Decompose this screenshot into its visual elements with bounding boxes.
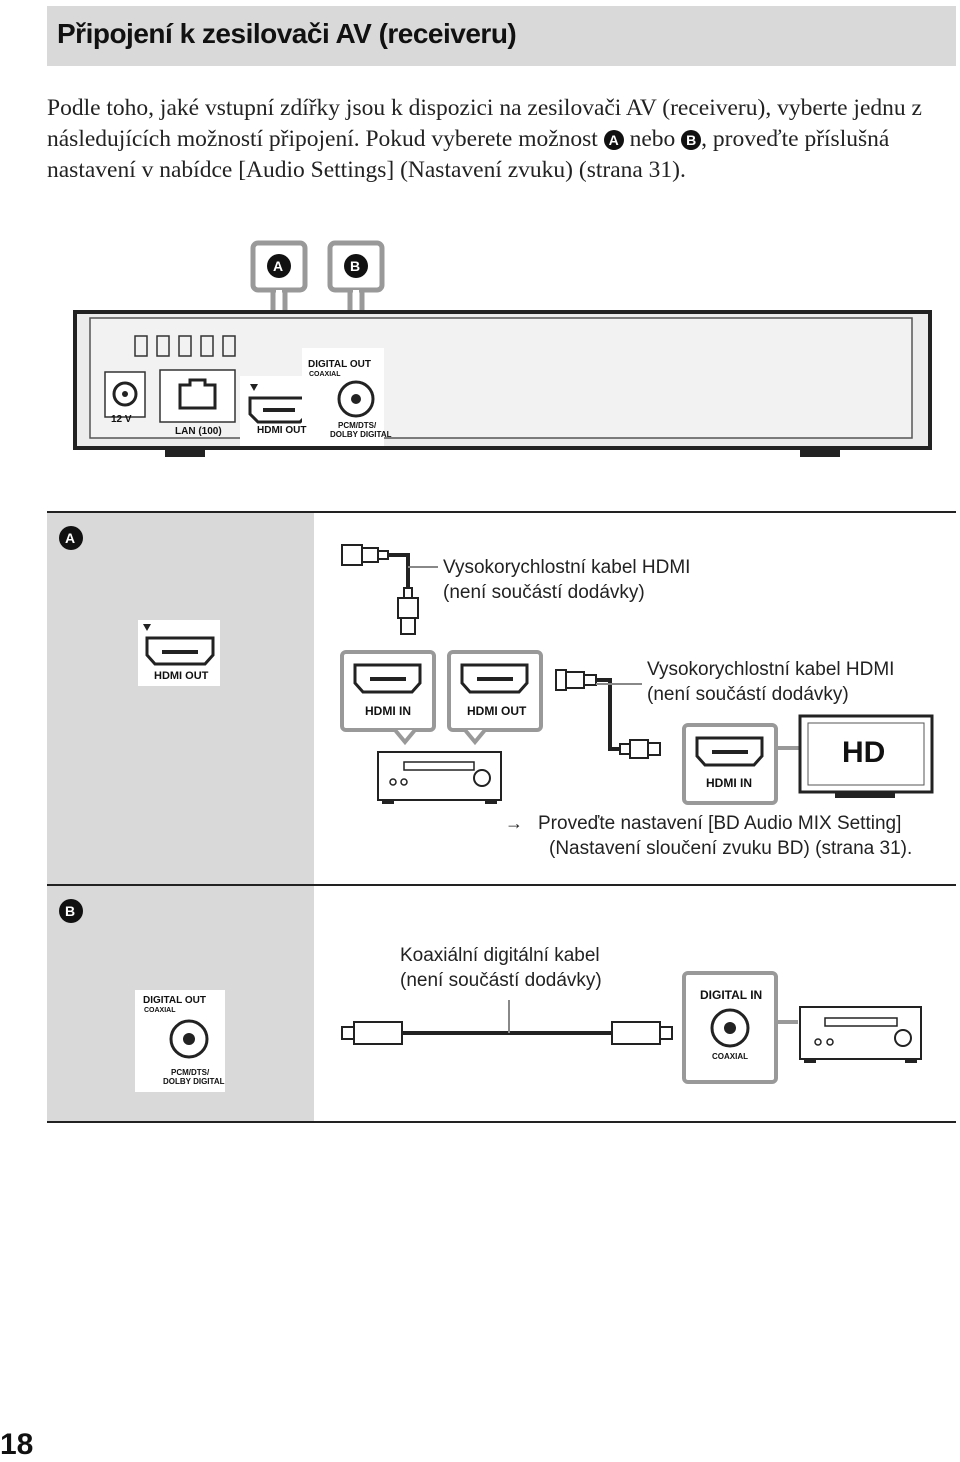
digital-out-label: DIGITAL OUT xyxy=(308,359,371,370)
page-title: Připojení k zesilovači AV (receiveru) xyxy=(57,18,517,49)
coaxial-label: COAXIAL xyxy=(309,371,341,378)
intro-text-2: nebo xyxy=(629,126,676,152)
player-rear-panel xyxy=(73,240,932,457)
callout-a-text: A xyxy=(273,258,284,274)
tv-screen-hd: HD xyxy=(842,736,886,769)
section-b-pcm-label: PCM/DTS/ xyxy=(171,1068,210,1077)
dolby-label: DOLBY DIGITAL xyxy=(330,430,392,439)
section-b-dolby-label: DOLBY DIGITAL xyxy=(163,1077,225,1086)
pcm-label: PCM/DTS/ xyxy=(338,421,377,430)
callout-b-text: B xyxy=(350,258,361,274)
section-b-coaxial-label: COAXIAL xyxy=(144,1007,176,1014)
receiver-hdmi-in-label: HDMI IN xyxy=(365,704,411,718)
section-b-digital-out-label: DIGITAL OUT xyxy=(143,995,206,1006)
power-label: 12 V xyxy=(111,414,132,425)
connection-table xyxy=(47,511,956,1123)
coax-cable-line2: (není součástí dodávky) xyxy=(400,970,602,991)
receiver-coaxial-label: COAXIAL xyxy=(712,1052,748,1061)
note-arrow-icon: → xyxy=(505,813,523,833)
section-a-badge: A xyxy=(65,530,76,546)
intro-paragraph: Podle toho, jaké vstupní zdířky jsou k d… xyxy=(47,93,952,186)
hdmi-out-label: HDMI OUT xyxy=(257,425,307,436)
receiver-digital-in-label: DIGITAL IN xyxy=(700,988,763,1002)
tv-hdmi-in-label: HDMI IN xyxy=(706,776,752,790)
cable1-line2: (není součástí dodávky) xyxy=(443,582,645,603)
cable2-line2: (není součástí dodávky) xyxy=(647,684,849,705)
coax-cable-line1: Koaxiální digitální kabel xyxy=(400,945,600,966)
cable1-line1: Vysokorychlostní kabel HDMI xyxy=(443,557,691,578)
lan-label: LAN (100) xyxy=(175,426,222,437)
intro-text-1: Podle toho, jaké vstupní zdířky jsou k d… xyxy=(47,95,922,152)
intro-text-3: , proveďte příslušná nastavení v nabídce… xyxy=(47,126,890,183)
note-line1: Proveďte nastavení [BD Audio MIX Setting… xyxy=(538,813,902,834)
title-bar xyxy=(47,6,956,66)
section-a-player-port-label: HDMI OUT xyxy=(154,670,209,682)
page-number: 18 xyxy=(0,1428,34,1461)
section-b-badge: B xyxy=(65,903,76,919)
note-line2: (Nastavení sloučení zvuku BD) (strana 31… xyxy=(549,838,913,859)
cable2-line1: Vysokorychlostní kabel HDMI xyxy=(647,659,895,680)
option-a-badge: A xyxy=(603,130,624,150)
option-b-badge: B xyxy=(681,130,702,150)
receiver-hdmi-out-label: HDMI OUT xyxy=(467,704,527,718)
